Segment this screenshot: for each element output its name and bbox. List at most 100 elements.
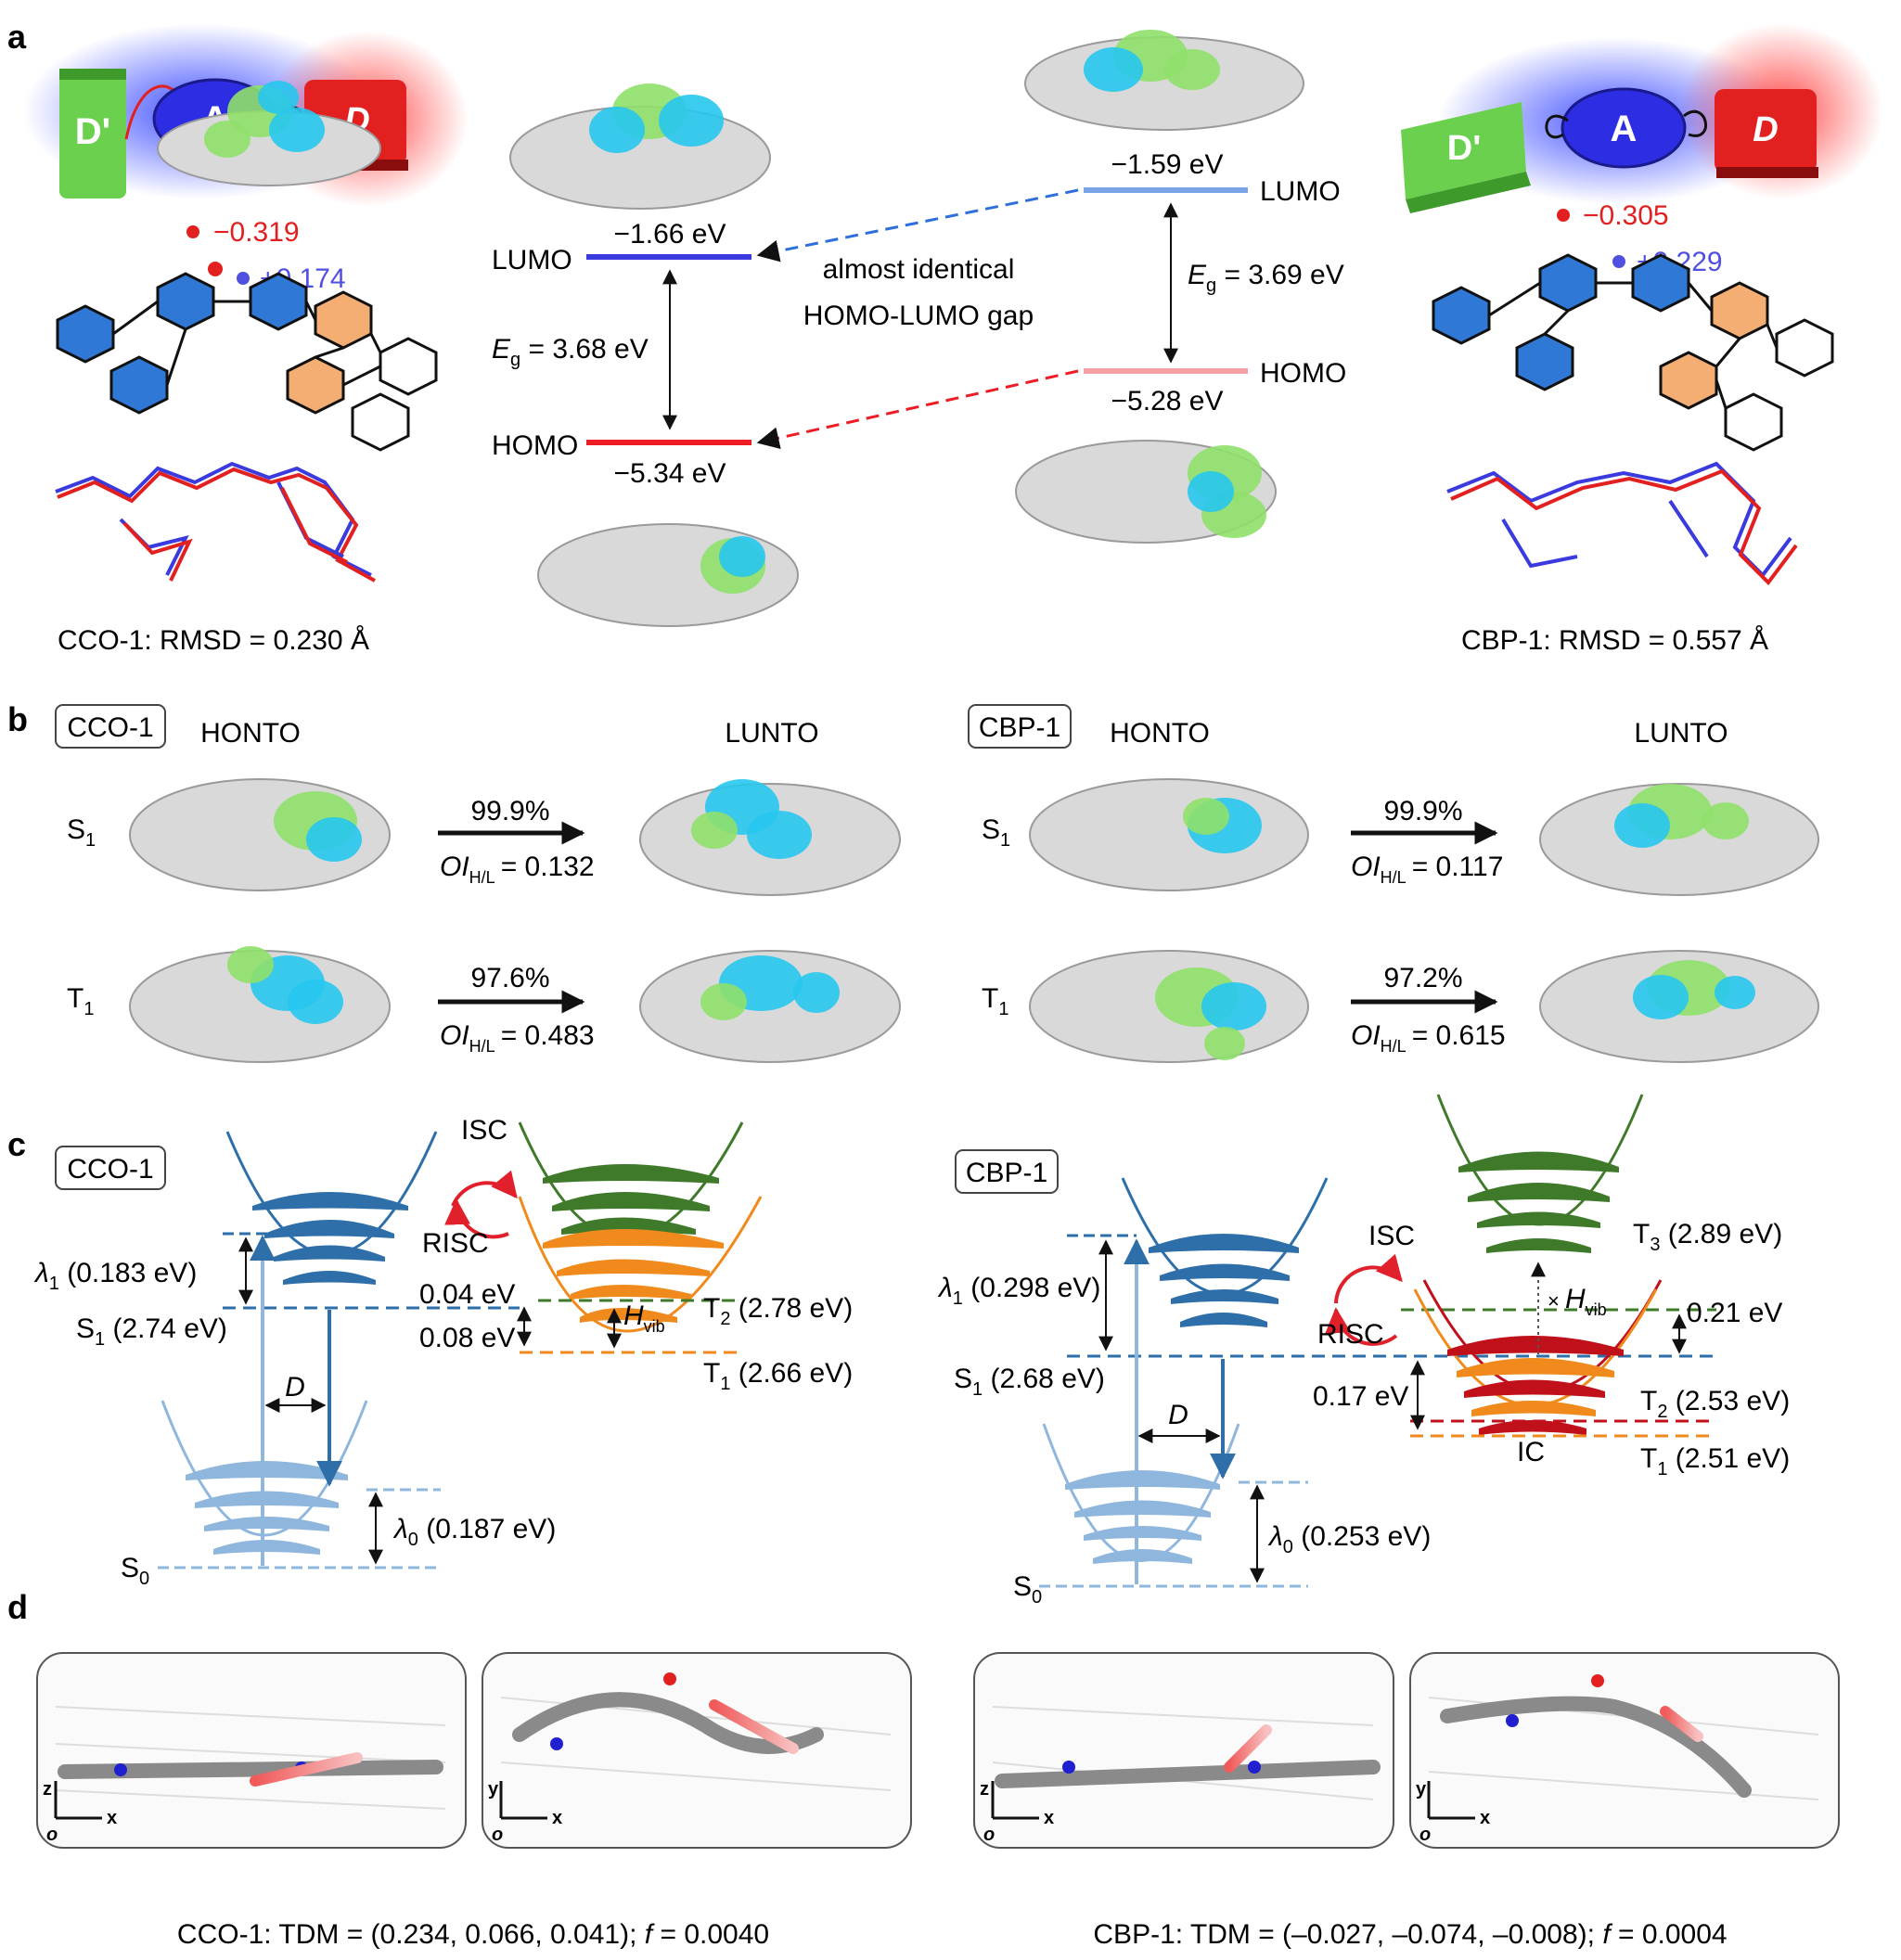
cbp1-tag-b: CBP-1 [979, 712, 1060, 743]
axis-y-4: y [1416, 1779, 1427, 1800]
lambda0-cco: λ0 (0.187 eV) [392, 1514, 556, 1550]
s1-potential-cbp [1121, 1177, 1329, 1327]
pct-s1-cbp: 99.9% [1383, 796, 1462, 826]
risc-label-cco: RISC [422, 1228, 489, 1259]
pct-s1-cco: 99.9% [470, 796, 549, 826]
homo-energy-right: −5.28 eV [1111, 386, 1224, 416]
oi-s1-cco: OIH/L= 0.132 [440, 852, 595, 887]
gap1-cco: 0.04 eV [419, 1279, 515, 1310]
ic-label-cbp: IC [1517, 1437, 1545, 1467]
cbp1-structure: −0.305 +0.229 [1432, 200, 1834, 452]
homo-label-right: HOMO [1260, 358, 1346, 389]
honto-t1-cbp [1029, 950, 1309, 1063]
orbital-cloud-lumo-left [157, 81, 381, 186]
overlay-structure-left [55, 461, 376, 583]
overlay-structure-right [1446, 461, 1798, 586]
s1-label-cbp: S1 (2.68 eV) [954, 1364, 1105, 1400]
d-label-cbp: D [1168, 1400, 1188, 1430]
axis-o-1: o [46, 1825, 58, 1845]
charge-o-left: −0.319 [213, 217, 300, 248]
lunto-t1-cbp [1539, 950, 1819, 1063]
pct-t1-cbp: 97.2% [1383, 963, 1462, 993]
lumo-energy-right: −1.59 eV [1111, 149, 1224, 180]
risc-arrow-cco [444, 1198, 509, 1239]
dab-schematic-right: D' A D [1401, 23, 1883, 213]
acceptor-label-right: A [1611, 109, 1638, 149]
cco1-tag-c-box [55, 1146, 166, 1190]
acceptor-ellipse-right [1561, 87, 1687, 169]
isc-label-cbp: ISC [1368, 1221, 1415, 1251]
t2-label-cco: T2 (2.78 eV) [703, 1293, 853, 1329]
orbital-cloud-homo-left [537, 523, 799, 627]
state-s1-cco: S1 [67, 814, 96, 851]
lunto-right: LUNTO [1634, 718, 1728, 749]
pct-t1-cco: 97.6% [470, 963, 549, 993]
t3-label-cbp: T3 (2.89 eV) [1633, 1219, 1782, 1255]
panel-label-a: a [7, 18, 27, 56]
isc-arrow-cbp [1334, 1253, 1403, 1304]
panel-label-d: d [7, 1588, 28, 1626]
s0-label-cbp: S0 [1013, 1571, 1042, 1608]
orbital-cloud-lumo-right [1024, 30, 1304, 131]
risc-label-cbp: RISC [1317, 1319, 1384, 1350]
lunto-s1-cco [639, 779, 901, 896]
axis-o-4: o [1419, 1825, 1431, 1845]
s0-label-cco: S0 [121, 1553, 149, 1589]
caption-cco-tdm: CCO-1: TDM = (0.234, 0.066, 0.041); f = … [177, 1919, 769, 1950]
cbp1-tag-c-box [955, 1149, 1059, 1194]
tdm-view-cco-xy: y x o [482, 1652, 912, 1849]
honto-t1-cco [129, 946, 391, 1063]
charge-o-right: −0.305 [1583, 200, 1669, 231]
lunto-t1-cco [639, 950, 901, 1063]
s1-potential-cco [225, 1131, 438, 1285]
oi-t1-cco: OIH/L= 0.483 [440, 1020, 595, 1056]
donor-prime-label-right: D' [1447, 129, 1481, 168]
caption-cbp-tdm: CBP-1: TDM = (–0.027, –0.074, –0.008); f… [1093, 1919, 1727, 1950]
orbital-cloud-lumo-left-a [509, 83, 771, 210]
s0-potential-cbp [1042, 1423, 1240, 1564]
axis-x-3: x [1044, 1808, 1054, 1828]
lumo-dashed-connector [756, 188, 1079, 263]
honto-left: HONTO [200, 718, 301, 749]
panel-label-c: c [7, 1125, 26, 1163]
orbital-cloud-homo-right [1015, 440, 1277, 544]
t1-label-cco: T1 (2.66 eV) [703, 1358, 853, 1394]
donor-prime-block-right [1401, 102, 1526, 199]
axis-z-3: z [980, 1779, 989, 1800]
isc-label-cco: ISC [461, 1115, 507, 1146]
panel-label-b: b [7, 700, 28, 738]
lunto-left: LUNTO [725, 718, 818, 749]
oi-s1-cbp: OIH/L= 0.117 [1351, 852, 1503, 887]
gap-left: Eg = 3.68 eV [492, 334, 649, 370]
t1-label-cbp: T1 (2.51 eV) [1640, 1443, 1790, 1480]
axis-y-2: y [488, 1779, 499, 1800]
lambda1-cbp: λ1 (0.298 eV) [937, 1273, 1100, 1309]
cco1-tag-box [55, 704, 166, 749]
center-note-line1: almost identical [823, 254, 1015, 285]
honto-s1-cco [129, 778, 391, 891]
risc-arrow-cbp [1325, 1307, 1398, 1346]
gap2-cco: 0.08 eV [419, 1323, 515, 1353]
gap1-cbp: 0.21 eV [1687, 1298, 1782, 1328]
d-label-cco: D [285, 1372, 305, 1403]
lambda0-cbp: λ0 (0.253 eV) [1267, 1521, 1431, 1557]
lumo-label-right: LUMO [1260, 176, 1341, 207]
t2-t1-potentials-cbp [1413, 1279, 1663, 1435]
tdm-view-cbp-xz: z x o [973, 1652, 1394, 1849]
cco1-tag-c: CCO-1 [67, 1154, 153, 1185]
gap-right: Eg = 3.69 eV [1188, 260, 1344, 296]
lumo-energy-left: −1.66 eV [614, 219, 726, 250]
homo-label-left: HOMO [492, 430, 578, 461]
gap2-cbp: 0.17 eV [1313, 1381, 1408, 1412]
triplet-potentials-cco [518, 1121, 763, 1333]
axis-x-4: x [1480, 1808, 1490, 1828]
cbp1-tag-c: CBP-1 [966, 1158, 1047, 1188]
oi-t1-cbp: OIH/L= 0.615 [1351, 1020, 1506, 1056]
cco1-structure: −0.319 +0.174 [56, 217, 438, 452]
axis-x-2: x [552, 1808, 562, 1828]
state-t1-cco: T1 [67, 983, 94, 1019]
tdm-view-cbp-xy: y x o [1409, 1652, 1840, 1849]
lumo-label-left: LUMO [492, 245, 572, 275]
donor-block-right [1715, 89, 1817, 173]
